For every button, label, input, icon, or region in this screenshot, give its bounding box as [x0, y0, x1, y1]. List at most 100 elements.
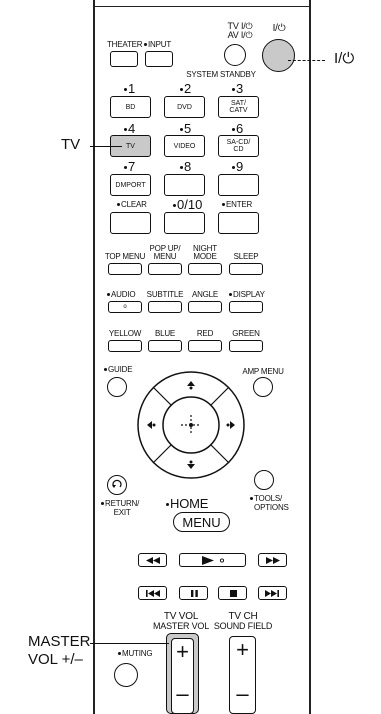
fast-forward-icon — [266, 557, 280, 564]
theater-button[interactable] — [110, 51, 138, 67]
master-volume-inner: + – — [171, 638, 194, 714]
sound-field-label: SOUND FIELD — [213, 621, 273, 631]
blue-button[interactable] — [148, 340, 182, 352]
clear-button[interactable] — [110, 212, 151, 234]
muting-label: MUTING — [118, 650, 153, 658]
subtitle-label: SUBTITLE — [146, 290, 184, 299]
tv-vol-label: TV VOL — [163, 611, 199, 622]
yellow-button[interactable] — [108, 340, 142, 352]
zero-button[interactable] — [164, 212, 205, 234]
sleep-label: SLEEP — [233, 252, 259, 261]
next-button[interactable] — [258, 586, 287, 600]
dvd-button[interactable]: DVD — [164, 96, 205, 118]
right-arrow-icon — [230, 421, 235, 429]
guide-label: GUIDE — [104, 366, 133, 374]
angle-button[interactable] — [188, 301, 222, 313]
enter-button[interactable] — [218, 212, 259, 234]
previous-icon — [146, 590, 160, 597]
power-callout: I/⏻ — [334, 50, 355, 67]
play-icon — [202, 556, 225, 565]
amp-menu-button[interactable] — [253, 377, 273, 397]
tools-options-label: TOOLS/ OPTIONS — [250, 494, 289, 512]
master-vol-callout-line — [90, 643, 169, 644]
guide-button[interactable] — [107, 377, 127, 397]
display-button[interactable] — [229, 301, 263, 313]
channel-minus-icon: – — [236, 681, 249, 706]
previous-button[interactable] — [138, 586, 167, 600]
popup-menu-label: POP UP/ MENU — [149, 244, 181, 261]
yellow-label: YELLOW — [108, 329, 142, 338]
pause-icon — [191, 590, 198, 597]
tv-callout-line — [90, 146, 122, 147]
num-label-8: 8 — [180, 160, 191, 173]
return-exit-label: RETURN/ EXIT — [101, 499, 139, 517]
night-mode-button[interactable] — [188, 263, 222, 275]
number-9-button[interactable] — [218, 174, 259, 196]
home-label: HOME — [166, 497, 208, 510]
remote-top-edge — [95, 0, 309, 7]
subtitle-button[interactable] — [148, 301, 182, 313]
play-button[interactable] — [179, 553, 246, 567]
bd-button[interactable]: BD — [110, 96, 151, 118]
master-vol-label: MASTER VOL — [152, 621, 210, 631]
pause-button[interactable] — [179, 586, 208, 600]
tv-av-power-button[interactable] — [224, 44, 246, 66]
left-arrow-icon — [147, 421, 152, 429]
green-label: GREEN — [232, 329, 260, 338]
power-callout-line — [288, 60, 325, 61]
audio-button[interactable]: o — [108, 301, 142, 313]
volume-plus-icon: + — [176, 639, 189, 664]
top-menu-button[interactable] — [108, 263, 142, 275]
display-label: DISPLAY — [229, 291, 265, 299]
rewind-icon — [146, 557, 160, 564]
system-standby-label: SYSTEM STANDBY — [186, 70, 256, 79]
num-label-2: 2 — [180, 82, 191, 95]
video-button[interactable]: VIDEO — [164, 135, 205, 157]
channel-sound-field-rocker[interactable]: + – — [229, 636, 256, 714]
top-menu-label: TOP MENU — [104, 252, 146, 261]
rewind-button[interactable] — [138, 553, 167, 567]
stop-button[interactable] — [218, 586, 247, 600]
volume-minus-icon: – — [176, 681, 189, 706]
num-label-9: 9 — [232, 160, 243, 173]
direction-pad[interactable] — [136, 370, 246, 480]
muting-button[interactable] — [114, 663, 138, 687]
amp-menu-label: AMP MENU — [242, 367, 284, 376]
num-label-7: 7 — [124, 160, 135, 173]
theater-label: THEATER — [107, 40, 143, 49]
green-button[interactable] — [229, 340, 263, 352]
stop-icon — [230, 590, 237, 597]
angle-label: ANGLE — [191, 290, 219, 299]
tools-options-button[interactable] — [254, 470, 274, 490]
home-menu-button[interactable]: MENU — [173, 512, 230, 532]
number-8-button[interactable] — [164, 174, 205, 196]
num-label-3: 3 — [232, 82, 243, 95]
sa-cd-button[interactable]: SA-CD/ CD — [218, 135, 259, 157]
system-power-button[interactable] — [262, 39, 295, 72]
audio-label: AUDIO — [107, 291, 136, 299]
fast-forward-button[interactable] — [258, 553, 287, 567]
input-button[interactable] — [145, 51, 173, 67]
remote-control-body — [93, 0, 311, 714]
blue-label: BLUE — [154, 329, 176, 338]
red-button[interactable] — [188, 340, 222, 352]
power-label: I/⏻ — [272, 23, 286, 34]
red-label: RED — [196, 329, 214, 338]
popup-menu-button[interactable] — [148, 263, 182, 275]
dmport-button[interactable]: DMPORT — [110, 174, 151, 196]
tv-callout: TV — [61, 136, 81, 153]
zero-label: 0/10 — [173, 198, 202, 211]
tv-ch-label: TV CH — [228, 611, 258, 622]
return-exit-button[interactable] — [107, 475, 127, 495]
num-label-6: 6 — [232, 122, 243, 135]
tv-power-label: TV I/⏻AV I/⏻ — [227, 21, 253, 40]
sat-catv-button[interactable]: SAT/ CATV — [218, 96, 259, 118]
up-arrow-icon — [187, 381, 195, 386]
input-label: INPUT — [144, 41, 171, 49]
enter-label: ENTER — [222, 201, 252, 209]
night-mode-label: NIGHT MODE — [193, 244, 217, 261]
down-arrow-icon — [187, 464, 195, 469]
sleep-button[interactable] — [229, 263, 263, 275]
clear-label: CLEAR — [117, 201, 147, 209]
